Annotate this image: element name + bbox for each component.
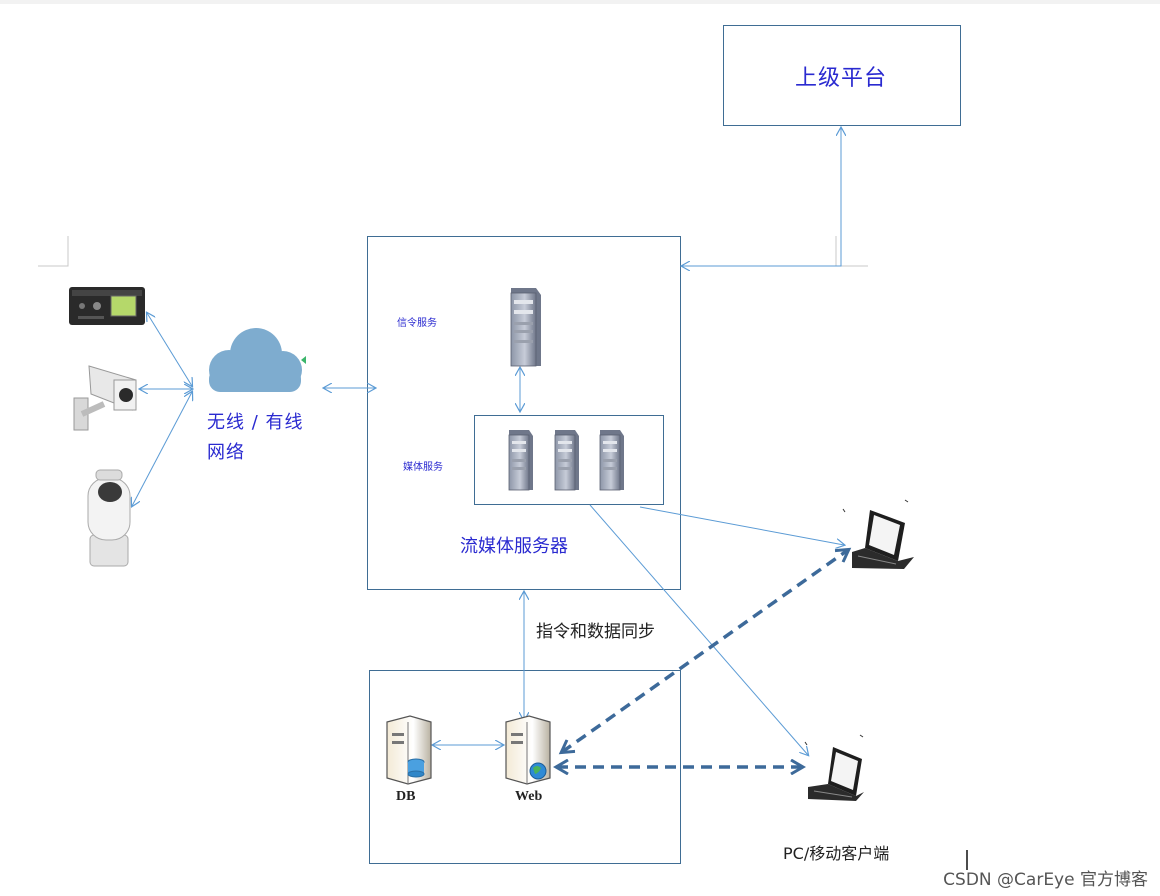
network-label-line2: 网络 bbox=[207, 442, 245, 463]
media-server-icon-2 bbox=[554, 430, 579, 491]
web-server-icon bbox=[505, 715, 551, 785]
bullet-camera-icon bbox=[73, 365, 137, 431]
laptop-icon-bottom bbox=[804, 734, 864, 801]
laptop-icon-top bbox=[842, 499, 914, 569]
arrow-dome-cloud bbox=[132, 392, 192, 506]
media-service-label: 媒体服务 bbox=[403, 462, 443, 473]
upper-platform-box bbox=[723, 25, 961, 126]
dome-camera-icon bbox=[87, 469, 131, 567]
db-server-icon bbox=[386, 715, 432, 785]
cloud-icon bbox=[209, 328, 306, 392]
watermark: CSDN @CarEye 官方博客 bbox=[943, 870, 1148, 890]
network-label: 无线 / 有线 bbox=[207, 412, 304, 433]
arrow-media-client-bottom bbox=[589, 504, 808, 755]
media-service-box bbox=[474, 415, 664, 505]
media-server-icon-3 bbox=[599, 430, 624, 491]
upper-platform-label: 上级平台 bbox=[795, 66, 888, 91]
arrow-media-client-top bbox=[639, 506, 844, 545]
arrow-dvr-cloud bbox=[147, 313, 192, 386]
signaling-server-icon bbox=[510, 288, 541, 367]
media-server-icon-1 bbox=[508, 430, 533, 491]
streaming-server-box bbox=[367, 236, 681, 590]
web-label: Web bbox=[515, 789, 543, 804]
db-label: DB bbox=[396, 789, 416, 804]
dvr-device-icon bbox=[69, 287, 145, 325]
top-strip bbox=[0, 0, 1160, 4]
streaming-server-label: 流媒体服务器 bbox=[460, 536, 568, 557]
clients-label: PC/移动客户端 bbox=[783, 844, 890, 863]
crop-mark-left bbox=[38, 236, 69, 267]
dashed-arrow-web-client-top bbox=[562, 550, 848, 752]
signaling-service-label: 信令服务 bbox=[397, 318, 437, 329]
arrow-upper-platform bbox=[682, 128, 841, 266]
